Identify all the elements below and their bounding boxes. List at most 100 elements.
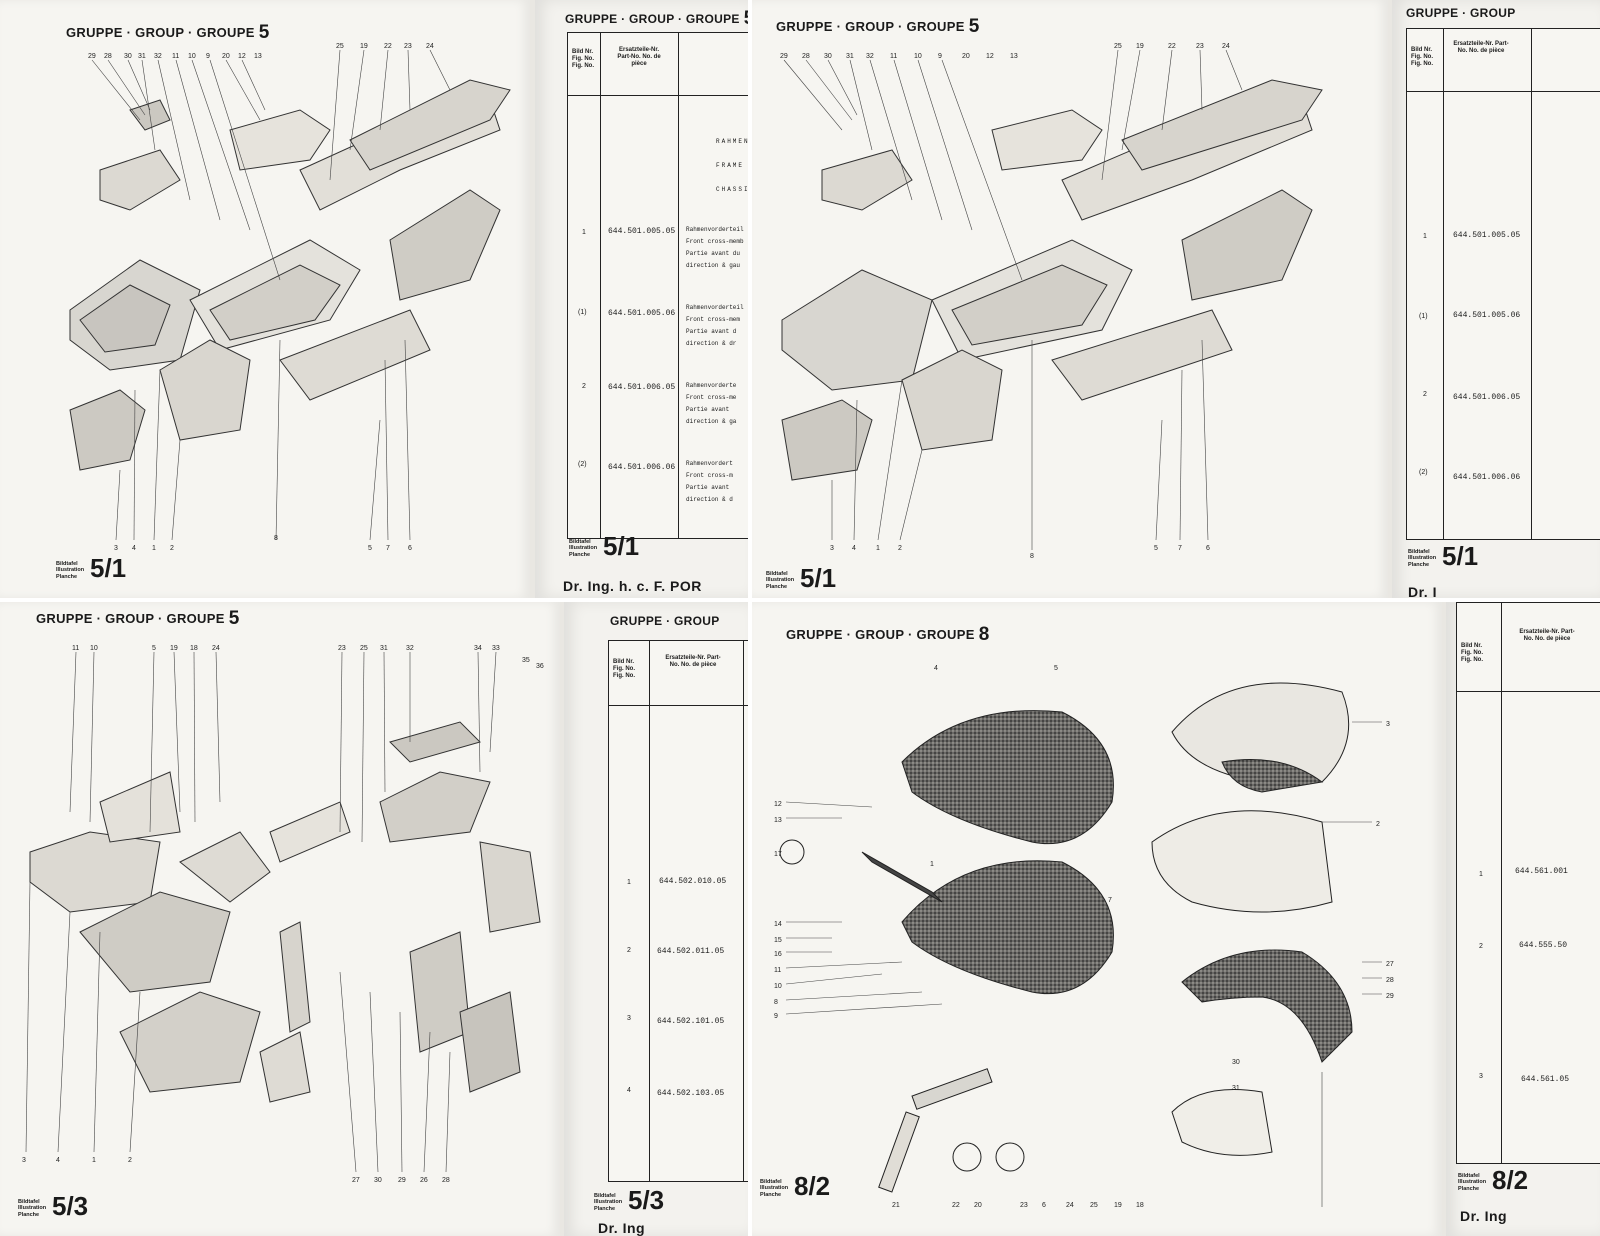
part-number: 644.501.005.05 xyxy=(1453,231,1521,240)
callout: 9 xyxy=(206,53,210,60)
col-part-no: Ersatzteile-Nr. Part-No. No. de pièce xyxy=(665,655,721,668)
callout: 1 xyxy=(152,545,156,552)
callout: 5 xyxy=(152,645,156,652)
group-header-text: GRUPPE · GROUP · GROUPE xyxy=(776,19,965,34)
col-fig-no: Bild Nr. Fig. No. Fig. No. xyxy=(613,659,635,679)
callout: 9 xyxy=(938,53,942,60)
plate-label: Bildtafel Illustration Planche 5/1 xyxy=(766,565,836,591)
part-desc: direction & d xyxy=(686,496,733,503)
row-ref: 2 xyxy=(1479,943,1483,950)
plate-number: 5/3 xyxy=(52,1191,89,1221)
callout: 22 xyxy=(1168,43,1176,50)
part-number: 644.502.101.05 xyxy=(657,1017,725,1026)
callout: 2 xyxy=(898,545,902,552)
callout: 10 xyxy=(188,53,196,60)
callout: 17 xyxy=(774,851,782,858)
callout: 30 xyxy=(824,53,832,60)
callout: 28 xyxy=(104,53,112,60)
callout: 9 xyxy=(774,1013,778,1020)
callout: 33 xyxy=(492,645,500,652)
callout: 23 xyxy=(1020,1202,1028,1209)
callout: 13 xyxy=(254,53,262,60)
exploded-diagram-body: 11 10 5 19 18 24 23 25 31 32 34 33 35 36… xyxy=(22,645,544,1184)
row-ref: (2) xyxy=(578,461,587,468)
callout: 1 xyxy=(876,545,880,552)
callout: 4 xyxy=(132,545,136,552)
plate-caption: Bildtafel Illustration Planche xyxy=(760,1178,789,1198)
callout: 28 xyxy=(802,53,810,60)
callout: 19 xyxy=(1136,43,1144,50)
part-desc: Front cross-m xyxy=(686,472,733,479)
callout: 28 xyxy=(442,1177,450,1184)
callout: 5 xyxy=(1154,545,1158,552)
callout: 8 xyxy=(774,999,778,1006)
row-ref: (1) xyxy=(1419,313,1428,320)
col-fig-no: Bild Nr. Fig. No. Fig. No. xyxy=(1411,47,1433,67)
callout: 20 xyxy=(974,1202,982,1209)
callout: 23 xyxy=(404,43,412,50)
exploded-diagram-frame: 29 28 30 31 32 11 10 9 20 12 13 25 19 22… xyxy=(69,43,511,552)
callout: 29 xyxy=(398,1177,406,1184)
part-number: 644.502.010.05 xyxy=(659,877,727,886)
callout: 13 xyxy=(774,817,782,824)
callout: 25 xyxy=(1114,43,1122,50)
plate-label: Bildtafel Illustration Planche 5/1 xyxy=(56,553,127,583)
callout: 31 xyxy=(380,645,388,652)
plate-label: Bildtafel Illustration Planche 5/3 xyxy=(18,1191,89,1221)
section-title: CHASSIS xyxy=(716,186,748,193)
callout: 23 xyxy=(1196,43,1204,50)
parts-table: Bild Nr. Fig. No. Fig. No. Ersatzteile-N… xyxy=(1406,28,1600,540)
group-header-text: GRUPPE · GROUP · GROUPE xyxy=(66,25,255,40)
part-desc: direction & ga xyxy=(686,418,737,425)
right-page-parts-list: GRUPPE · GROUP Bild Nr. Fig. No. Fig. No… xyxy=(1392,0,1600,598)
callout: 27 xyxy=(352,1177,360,1184)
part-number: 644.501.005.06 xyxy=(608,309,676,318)
table-header: Bild Nr. Fig. No. Fig. No. Ersatzteile-N… xyxy=(609,641,748,706)
callout: 11 xyxy=(774,967,781,974)
part-number: 644.501.006.06 xyxy=(608,463,676,472)
callout: 28 xyxy=(1386,977,1394,984)
row-ref: 4 xyxy=(627,1087,631,1094)
group-header-text: GRUPPE · GROUP xyxy=(610,614,720,628)
part-number: 644.501.005.05 xyxy=(608,227,676,236)
row-ref: (2) xyxy=(1419,469,1428,476)
callout: 27 xyxy=(1386,961,1394,968)
callout: 32 xyxy=(154,53,162,60)
callout: 18 xyxy=(1136,1202,1144,1209)
manufacturer-footer: Dr. Ing xyxy=(598,1220,646,1236)
part-desc: Rahmenvordert xyxy=(686,460,733,467)
part-number: 644.501.006.05 xyxy=(1453,393,1521,402)
callout: 25 xyxy=(336,43,344,50)
callout: 31 xyxy=(138,53,146,60)
callout: 11 xyxy=(890,53,897,60)
callout: 19 xyxy=(360,43,368,50)
callout: 30 xyxy=(1232,1059,1240,1066)
exploded-diagram-top: 12 13 17 14 15 16 11 10 8 9 21 22 20 23 … xyxy=(774,665,1394,1209)
plate-number: 5/1 xyxy=(90,553,127,583)
row-ref: 1 xyxy=(1479,871,1483,878)
part-desc: Rahmenvorderteil xyxy=(686,226,744,233)
callout: 32 xyxy=(406,645,414,652)
callout: 6 xyxy=(408,545,412,552)
column-divider xyxy=(1501,603,1502,1163)
callout: 34 xyxy=(474,645,482,652)
callout: 24 xyxy=(426,43,434,50)
column-divider xyxy=(1443,29,1444,539)
part-desc: Partie avant xyxy=(686,406,730,413)
part-desc: Partie avant d xyxy=(686,328,737,335)
row-ref: (1) xyxy=(578,309,587,316)
callout: 24 xyxy=(1066,1202,1074,1209)
group-number: 5 xyxy=(968,16,980,37)
plate-label: Bildtafel Illustration Planche 5/1 xyxy=(569,533,639,559)
part-desc: direction & gau xyxy=(686,262,741,269)
plate-number: 8/2 xyxy=(1492,1165,1529,1195)
row-ref: 2 xyxy=(627,947,631,954)
callout: 14 xyxy=(774,921,782,928)
group-header-text: GRUPPE · GROUP xyxy=(1406,6,1516,20)
column-divider xyxy=(649,641,650,1181)
